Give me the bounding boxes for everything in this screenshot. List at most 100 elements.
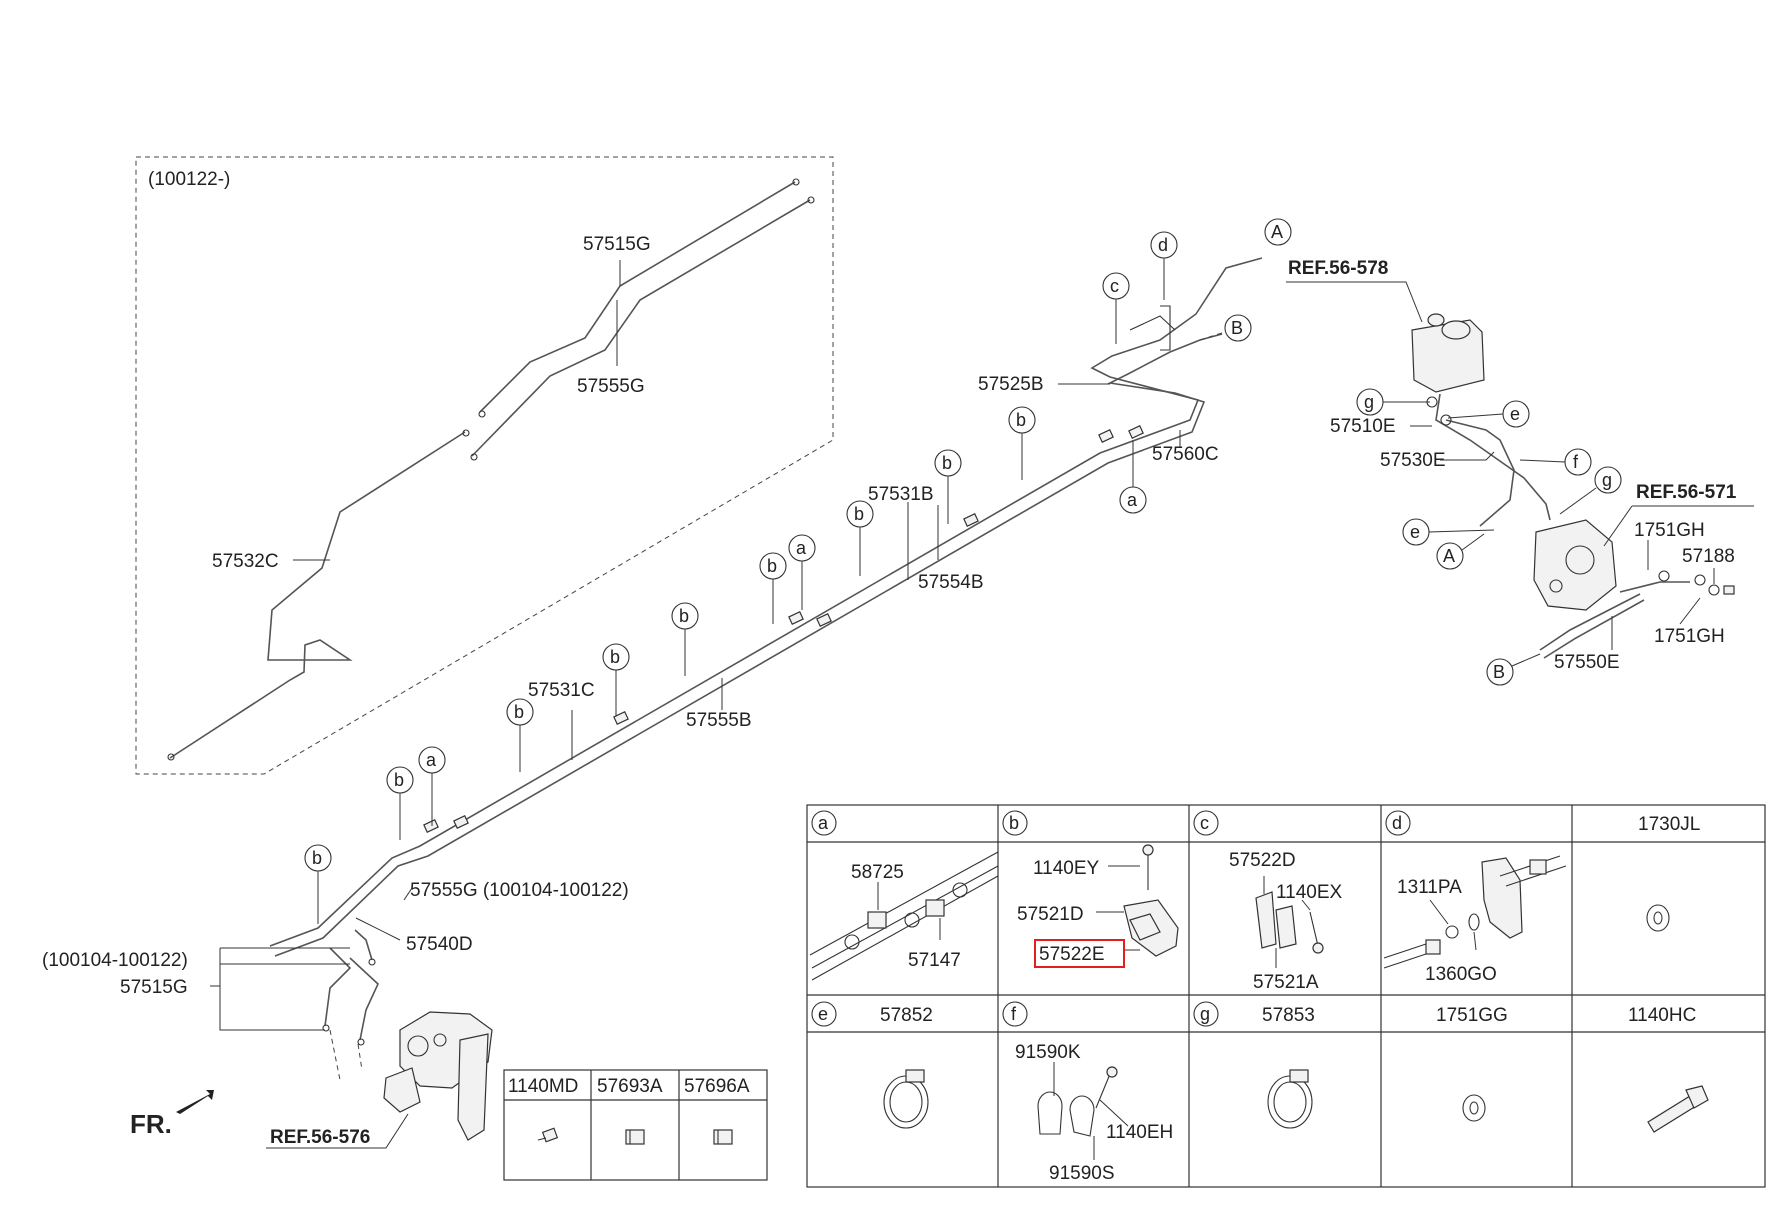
callout-a-3: a: [418, 746, 446, 826]
svg-text:g: g: [1602, 470, 1612, 490]
grid-code-57853: 57853: [1262, 1005, 1315, 1026]
callout-b-8: b: [386, 766, 414, 840]
label-1751GH-a: 1751GH: [1634, 520, 1705, 541]
grid-header-f: f: [1002, 1001, 1028, 1027]
callout-e-1: e: [1447, 400, 1530, 428]
grid-code-57852: 57852: [880, 1005, 933, 1026]
label-1360GO: 1360GO: [1425, 964, 1497, 985]
svg-text:b: b: [942, 453, 952, 473]
grid-header-1140HC: 1140HC: [1628, 1005, 1696, 1026]
callout-b-1: b: [1008, 406, 1036, 480]
callout-e-2: e: [1402, 518, 1495, 546]
clamp-57853: [1267, 1069, 1313, 1129]
svg-text:A: A: [1271, 222, 1283, 242]
label-57188: 57188: [1682, 546, 1735, 567]
label-57540D: 57540D: [406, 934, 473, 955]
callout-d: d: [1150, 231, 1178, 300]
label-57521D: 57521D: [1017, 904, 1084, 925]
pump-assembly: REF.56-578 57510E 57530E REF.56-571 1751…: [1286, 258, 1754, 686]
svg-text:c: c: [1110, 276, 1119, 296]
svg-text:c: c: [1200, 813, 1209, 833]
grid-header-a: a: [811, 810, 837, 836]
label-range-left: (100104-100122): [42, 950, 188, 971]
svg-text:e: e: [818, 1004, 828, 1024]
label-1140EY: 1140EY: [1033, 858, 1100, 879]
callout-B-main: B: [1199, 314, 1252, 342]
svg-text:a: a: [818, 813, 829, 833]
label-1751GH-b: 1751GH: [1654, 626, 1725, 647]
svg-text:B: B: [1493, 662, 1505, 682]
header-1140MD: 1140MD: [508, 1076, 578, 1097]
callout-b-9: b: [304, 844, 332, 924]
ref-56-571: REF.56-571: [1636, 482, 1737, 503]
callout-A-pump: A: [1436, 533, 1485, 570]
label-57554B: 57554B: [918, 572, 984, 593]
cell-d-drawing: [1383, 855, 1567, 969]
label-57525B: 57525B: [978, 374, 1044, 395]
cell-b-drawing: [1096, 844, 1179, 957]
callout-a-2: a: [788, 534, 816, 610]
grid-header-g: g: [1193, 1001, 1219, 1027]
svg-text:f: f: [1573, 452, 1579, 472]
label-57522D: 57522D: [1229, 850, 1296, 871]
svg-text:a: a: [426, 750, 437, 770]
callout-b-6: b: [602, 643, 630, 716]
label-57521A: 57521A: [1253, 972, 1319, 993]
fastener-table: 1140MD 57693A 57696A: [503, 1069, 768, 1181]
header-57696A: 57696A: [684, 1076, 750, 1097]
upper-variant-box: (100122-) 57515G 57555G 57532C: [135, 156, 834, 775]
washer-1730JL: [1646, 904, 1670, 932]
steering-gear-group: REF.56-576 FR.: [130, 1011, 493, 1149]
label-57555G-upper: 57555G: [577, 376, 645, 397]
callout-a-1: a: [1119, 440, 1147, 514]
svg-text:A: A: [1443, 546, 1455, 566]
callout-b-7: b: [506, 698, 534, 772]
callout-c: c: [1102, 272, 1130, 344]
label-57560C: 57560C: [1152, 444, 1219, 465]
label-57550E: 57550E: [1554, 652, 1620, 673]
fitting-57693A: [625, 1129, 645, 1145]
callout-g-2: g: [1559, 466, 1622, 515]
svg-text:b: b: [514, 702, 524, 722]
label-57530E: 57530E: [1380, 450, 1446, 471]
upper-box-range: (100122-): [148, 169, 230, 190]
svg-text:b: b: [1016, 410, 1026, 430]
callout-b-4: b: [759, 552, 787, 624]
grid-header-c: c: [1193, 810, 1219, 836]
main-callouts: d c A B a b b b b a b b b a b b: [304, 218, 1292, 924]
label-57522E: 57522E: [1039, 944, 1105, 965]
svg-text:b: b: [679, 606, 689, 626]
callout-b-5: b: [671, 602, 699, 676]
label-57555G-range: 57555G (100104-100122): [410, 880, 629, 901]
svg-text:f: f: [1011, 1004, 1017, 1024]
svg-text:e: e: [1510, 404, 1520, 424]
label-57532C: 57532C: [212, 551, 279, 572]
clamp-57852: [883, 1069, 929, 1129]
svg-text:B: B: [1231, 318, 1243, 338]
svg-text:d: d: [1158, 235, 1168, 255]
cell-f-drawing: [1037, 1062, 1129, 1160]
svg-text:a: a: [1127, 490, 1138, 510]
svg-text:e: e: [1410, 522, 1420, 542]
label-57531C: 57531C: [528, 680, 595, 701]
svg-text:b: b: [767, 556, 777, 576]
fitting-57696A: [713, 1129, 733, 1145]
svg-text:a: a: [796, 538, 807, 558]
grid-header-b: b: [1002, 810, 1028, 836]
label-57515G-upper: 57515G: [583, 234, 651, 255]
label-57531B: 57531B: [868, 484, 934, 505]
grid-header-e: e: [811, 1001, 837, 1027]
callout-A-main: A: [1264, 218, 1292, 246]
callout-g-1: g: [1356, 388, 1430, 416]
highlight-57522E: [1034, 939, 1125, 968]
label-1140EX: 1140EX: [1276, 882, 1343, 903]
callout-f: f: [1519, 448, 1592, 476]
svg-text:b: b: [854, 504, 864, 524]
label-1311PA: 1311PA: [1397, 877, 1462, 898]
label-91590K: 91590K: [1015, 1042, 1081, 1063]
callout-b-3: b: [846, 500, 874, 576]
label-57147: 57147: [908, 950, 961, 971]
header-57693A: 57693A: [597, 1076, 663, 1097]
label-1140EH: 1140EH: [1106, 1122, 1173, 1143]
